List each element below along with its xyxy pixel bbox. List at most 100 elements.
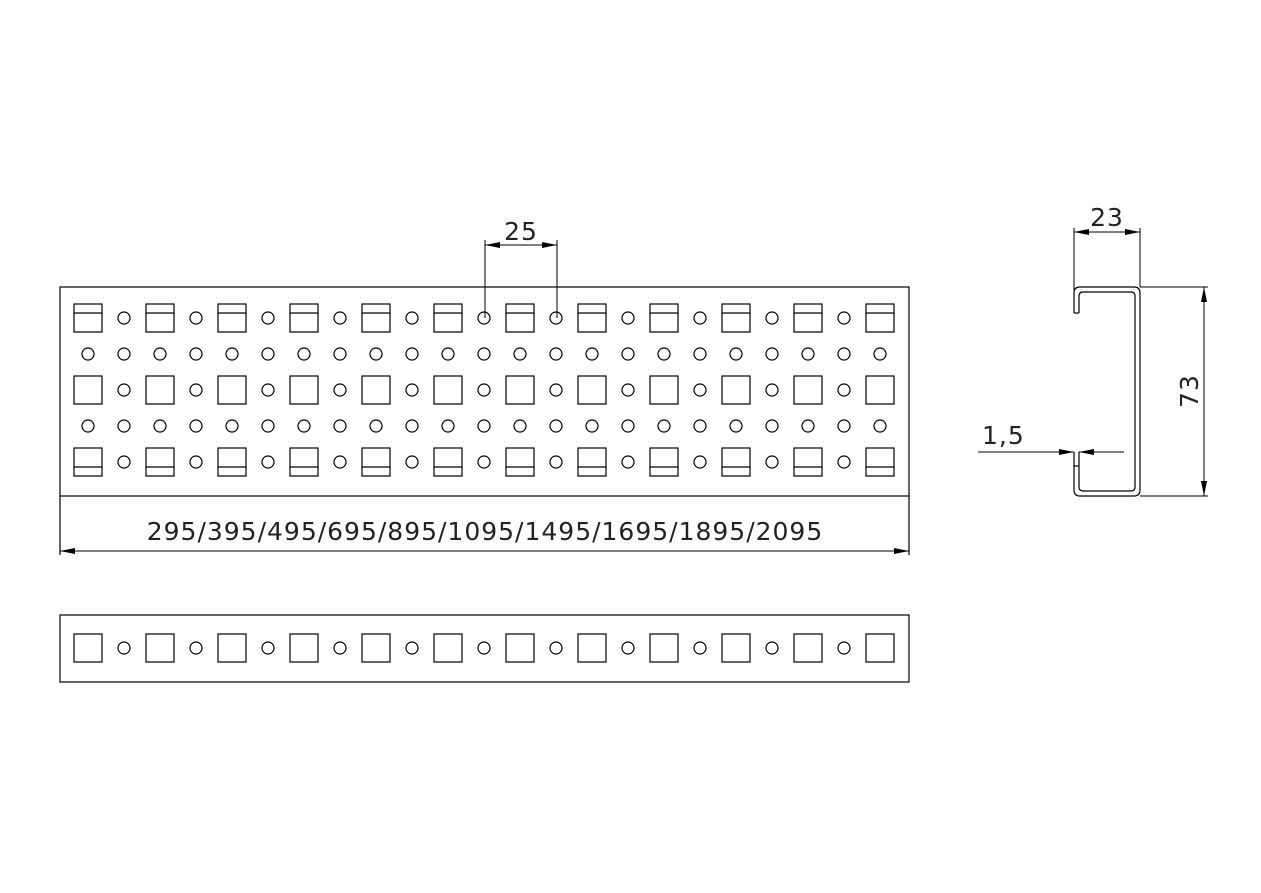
- square-hole: [577, 375, 607, 405]
- round-hole: [117, 383, 131, 397]
- square-hole: [505, 633, 535, 663]
- square-hole: [649, 633, 679, 663]
- round-hole: [261, 641, 275, 655]
- round-hole: [153, 419, 167, 433]
- side-hole-pattern: [73, 633, 895, 663]
- square-hole: [577, 447, 607, 477]
- round-hole: [261, 455, 275, 469]
- square-hole: [721, 633, 751, 663]
- round-hole: [297, 347, 311, 361]
- hole-pitch-label: 25: [504, 217, 538, 246]
- square-hole: [73, 303, 103, 333]
- round-hole: [441, 347, 455, 361]
- round-hole: [405, 419, 419, 433]
- square-hole: [145, 375, 175, 405]
- square-hole: [505, 447, 535, 477]
- round-hole: [81, 419, 95, 433]
- round-hole: [837, 455, 851, 469]
- round-hole: [261, 347, 275, 361]
- square-hole: [433, 447, 463, 477]
- profile-width-label: 23: [1090, 203, 1124, 232]
- hole-pitch-dimension: 25: [484, 217, 558, 318]
- round-hole: [333, 311, 347, 325]
- round-hole: [801, 347, 815, 361]
- round-hole: [405, 347, 419, 361]
- round-hole: [549, 419, 563, 433]
- profile-section: 23 73 1,5: [978, 203, 1208, 497]
- square-hole: [793, 375, 823, 405]
- round-hole: [477, 347, 491, 361]
- square-hole: [361, 375, 391, 405]
- round-hole: [261, 311, 275, 325]
- square-hole: [865, 303, 895, 333]
- round-hole: [837, 311, 851, 325]
- round-hole: [693, 641, 707, 655]
- grating-side-view: [59, 614, 910, 683]
- round-hole: [549, 347, 563, 361]
- round-hole: [477, 455, 491, 469]
- round-hole: [837, 641, 851, 655]
- square-hole: [433, 303, 463, 333]
- round-hole: [477, 311, 491, 325]
- square-hole: [505, 303, 535, 333]
- square-hole: [145, 303, 175, 333]
- round-hole: [117, 455, 131, 469]
- round-hole: [117, 419, 131, 433]
- square-hole: [217, 375, 247, 405]
- square-hole: [793, 447, 823, 477]
- round-hole: [117, 347, 131, 361]
- round-hole: [477, 383, 491, 397]
- round-hole: [837, 383, 851, 397]
- round-hole: [765, 383, 779, 397]
- round-hole: [189, 641, 203, 655]
- round-hole: [729, 419, 743, 433]
- round-hole: [585, 419, 599, 433]
- round-hole: [549, 383, 563, 397]
- round-hole: [441, 419, 455, 433]
- round-hole: [765, 455, 779, 469]
- round-hole: [801, 419, 815, 433]
- round-hole: [873, 347, 887, 361]
- round-hole: [477, 641, 491, 655]
- square-hole: [217, 447, 247, 477]
- round-hole: [729, 347, 743, 361]
- square-hole: [865, 447, 895, 477]
- round-hole: [621, 347, 635, 361]
- round-hole: [693, 311, 707, 325]
- round-hole: [513, 347, 527, 361]
- round-hole: [873, 419, 887, 433]
- round-hole: [621, 641, 635, 655]
- square-hole: [721, 447, 751, 477]
- round-hole: [405, 455, 419, 469]
- round-hole: [513, 419, 527, 433]
- square-hole: [793, 633, 823, 663]
- round-hole: [621, 455, 635, 469]
- round-hole: [693, 347, 707, 361]
- square-hole: [73, 375, 103, 405]
- square-hole: [865, 375, 895, 405]
- square-hole: [721, 303, 751, 333]
- square-hole: [433, 633, 463, 663]
- round-hole: [765, 347, 779, 361]
- round-hole: [765, 311, 779, 325]
- round-hole: [657, 347, 671, 361]
- square-hole: [361, 303, 391, 333]
- round-hole: [837, 347, 851, 361]
- round-hole: [81, 347, 95, 361]
- round-hole: [261, 419, 275, 433]
- round-hole: [369, 419, 383, 433]
- square-hole: [289, 303, 319, 333]
- round-hole: [837, 419, 851, 433]
- round-hole: [225, 419, 239, 433]
- square-hole: [217, 633, 247, 663]
- round-hole: [405, 311, 419, 325]
- round-hole: [333, 641, 347, 655]
- square-hole: [289, 633, 319, 663]
- round-hole: [261, 383, 275, 397]
- round-hole: [189, 347, 203, 361]
- round-hole: [333, 347, 347, 361]
- round-hole: [693, 419, 707, 433]
- square-hole: [73, 633, 103, 663]
- profile-height-label: 73: [1175, 374, 1204, 408]
- round-hole: [585, 347, 599, 361]
